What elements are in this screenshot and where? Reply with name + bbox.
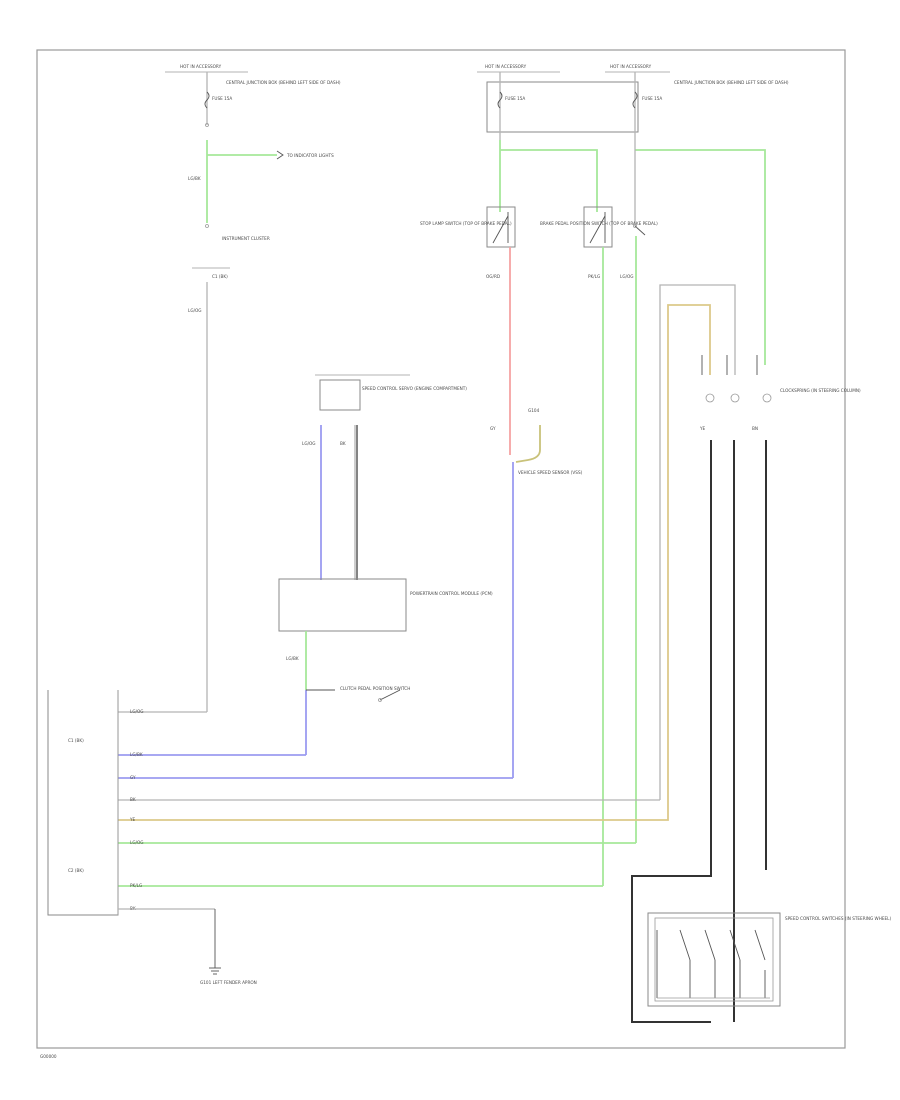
brake-pedal-position-switch-label: BRAKE PEDAL POSITION SWITCH (TOP OF BRAK…	[540, 221, 658, 226]
wire-label-lg-og-e: LG/OG	[130, 840, 144, 845]
speed-control-module-group: C1 (BK) C2 (BK) LG/OG LG/BK GY BK YE LG/…	[47, 690, 257, 985]
pcm-label: POWERTRAIN CONTROL MODULE (PCM)	[410, 591, 493, 596]
wire-label-pk-lg-a: PK/LG	[588, 274, 600, 279]
stop-lamp-switch	[486, 206, 516, 248]
fuse-label-left: FUSE 15A	[212, 96, 232, 101]
wire-label-bk-a: BK	[340, 441, 346, 446]
right-fuse-group: HOT IN ACCESSORY HOT IN ACCESSORY FUSE 1…	[420, 64, 789, 886]
to-indicator-label: TO INDICATOR LIGHTS	[286, 153, 334, 158]
wire-label-pk-lg-b: PK/LG	[130, 883, 142, 888]
indicator-arrow-icon	[276, 150, 284, 160]
connector-label-a: C1 (BK)	[212, 274, 228, 279]
fuse-label-right: FUSE 15A	[642, 96, 662, 101]
wire-label-lg-og-b: LG/OG	[620, 274, 634, 279]
junction-box-label-right: CENTRAL JUNCTION BOX (BEHIND LEFT SIDE O…	[674, 80, 789, 85]
wire-label-lg-og-d: LG/OG	[130, 709, 144, 714]
vehicle-speed-sensor-group: G104 VEHICLE SPEED SENSOR (VSS) GY	[490, 408, 583, 778]
connector-label-c2: C2 (BK)	[68, 868, 84, 873]
wire-label-lg-bk-a: LG/BK	[188, 176, 201, 181]
wire-label-lg-bk-c: LG/BK	[130, 752, 143, 757]
wire-label-ye-b: YE	[129, 817, 136, 822]
clockspring-group: CLOCKSPRING (IN STEERING COLUMN) YE BN S…	[118, 284, 891, 1023]
speed-control-switch-module	[647, 912, 781, 1007]
stop-lamp-switch-label: STOP LAMP SWITCH (TOP OF BRAKE PEDAL)	[420, 221, 512, 226]
wire-label-lg-bk-b: LG/BK	[286, 656, 299, 661]
junction-box-right	[486, 81, 639, 133]
instrument-cluster-label: INSTRUMENT CLUSTER	[222, 236, 270, 241]
speed-control-servo-label: SPEED CONTROL SERVO (ENGINE COMPARTMENT)	[362, 386, 467, 391]
hot-label-right: HOT IN ACCESSORY	[610, 64, 652, 69]
clockspring-label: CLOCKSPRING (IN STEERING COLUMN)	[780, 388, 861, 393]
wire-label-lg-og-c: LG/OG	[302, 441, 316, 446]
hot-label-left: HOT IN ACCESSORY	[180, 64, 222, 69]
footer-code: G00000	[40, 1054, 57, 1059]
wire-label-bk-b: BK	[130, 797, 136, 802]
wire-label-gy-a: GY	[490, 426, 496, 431]
wire-label-gy-b: GY	[130, 775, 136, 780]
speed-control-switch-label: SPEED CONTROL SWITCHES (IN STEERING WHEE…	[785, 916, 891, 921]
vss-label: VEHICLE SPEED SENSOR (VSS)	[518, 470, 583, 475]
wire-label-lg-og: LG/OG	[188, 308, 202, 313]
wire-label-bn: BN	[752, 426, 758, 431]
brake-pedal-position-switch	[583, 206, 613, 248]
middle-module-group: SPEED CONTROL SERVO (ENGINE COMPARTMENT)…	[118, 374, 513, 779]
wire-label-og-rd: OG/RD	[486, 274, 500, 279]
connector-label-c1: C1 (BK)	[68, 738, 84, 743]
ground-label-left: G101 LEFT FENDER APRON	[200, 980, 257, 985]
ground-label-vss: G104	[528, 408, 540, 413]
fuse-label-mid: FUSE 15A	[505, 96, 525, 101]
powertrain-control-module	[278, 578, 407, 632]
hot-label-mid: HOT IN ACCESSORY	[485, 64, 527, 69]
clutch-switch-label: CLUTCH PEDAL POSITION SWITCH	[340, 686, 410, 691]
wire-label-ye: YE	[699, 426, 706, 431]
left-fuse-group: HOT IN ACCESSORY FUSE 15A CENTRAL JUNCTI…	[118, 64, 341, 713]
junction-box-label-left: CENTRAL JUNCTION BOX (BEHIND LEFT SIDE O…	[226, 80, 341, 85]
diagram-frame	[36, 49, 846, 1049]
